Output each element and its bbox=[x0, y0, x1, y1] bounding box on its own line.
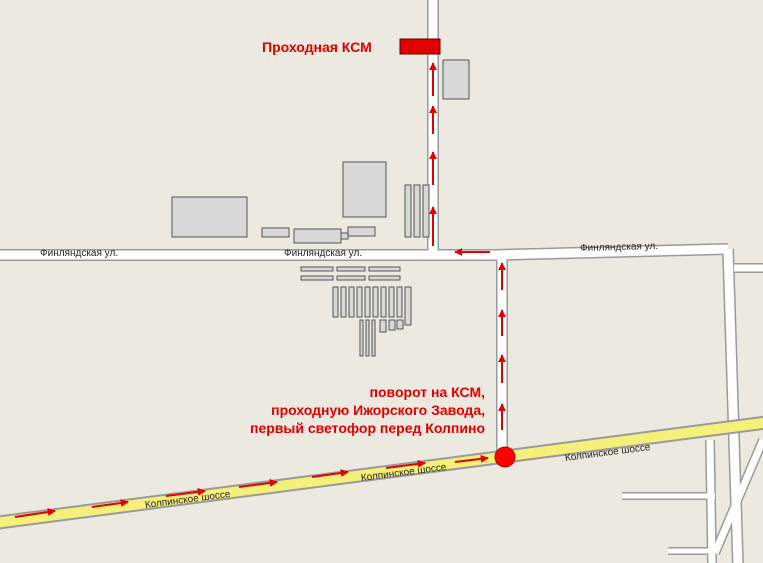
building bbox=[356, 286, 363, 318]
buildings bbox=[171, 59, 470, 357]
building bbox=[342, 161, 387, 218]
route-arrow bbox=[454, 454, 489, 463]
building bbox=[340, 286, 347, 318]
street-label-finlyandskaya: Финляндская ул. bbox=[284, 248, 363, 259]
building bbox=[380, 286, 387, 318]
building bbox=[368, 266, 401, 272]
building bbox=[368, 275, 401, 281]
turn-label-line: проходную Ижорского Завода, bbox=[271, 402, 485, 418]
building bbox=[422, 184, 430, 238]
building bbox=[372, 286, 379, 318]
building bbox=[293, 228, 342, 244]
building bbox=[371, 319, 376, 357]
building bbox=[413, 184, 421, 238]
checkpoint-label: Проходная КСМ bbox=[262, 39, 372, 55]
building bbox=[336, 275, 366, 281]
street-label-finlyandskaya: Финляндская ул. bbox=[579, 240, 659, 254]
route-arrows bbox=[14, 62, 506, 518]
route-arrow bbox=[238, 478, 278, 488]
route-arrow bbox=[385, 459, 426, 469]
turn-label-line: поворот на КСМ, bbox=[369, 384, 485, 400]
building bbox=[404, 184, 412, 238]
building bbox=[388, 319, 396, 331]
building bbox=[347, 226, 376, 237]
building bbox=[336, 266, 366, 272]
building bbox=[365, 319, 370, 357]
route-arrow bbox=[14, 508, 56, 518]
building bbox=[300, 266, 334, 272]
building bbox=[442, 59, 470, 100]
turn-point-marker bbox=[494, 446, 516, 468]
building bbox=[348, 286, 355, 318]
building bbox=[396, 286, 403, 318]
building bbox=[332, 286, 339, 318]
building bbox=[364, 286, 371, 318]
building bbox=[359, 319, 364, 357]
checkpoint-marker bbox=[399, 38, 441, 55]
street-label-finlyandskaya: Финляндская ул. bbox=[40, 248, 119, 259]
building bbox=[340, 232, 349, 240]
building bbox=[261, 227, 290, 238]
building bbox=[300, 275, 334, 281]
building bbox=[396, 319, 404, 330]
route-arrow bbox=[165, 487, 206, 497]
building bbox=[388, 286, 395, 318]
building bbox=[171, 196, 248, 238]
building bbox=[379, 319, 387, 333]
turn-point-label: поворот на КСМ, проходную Ижорского Заво… bbox=[250, 383, 485, 437]
route-arrow bbox=[311, 469, 349, 478]
route-arrow bbox=[91, 499, 129, 508]
building bbox=[404, 286, 412, 326]
turn-label-line: первый светофор перед Колпино bbox=[249, 420, 485, 436]
